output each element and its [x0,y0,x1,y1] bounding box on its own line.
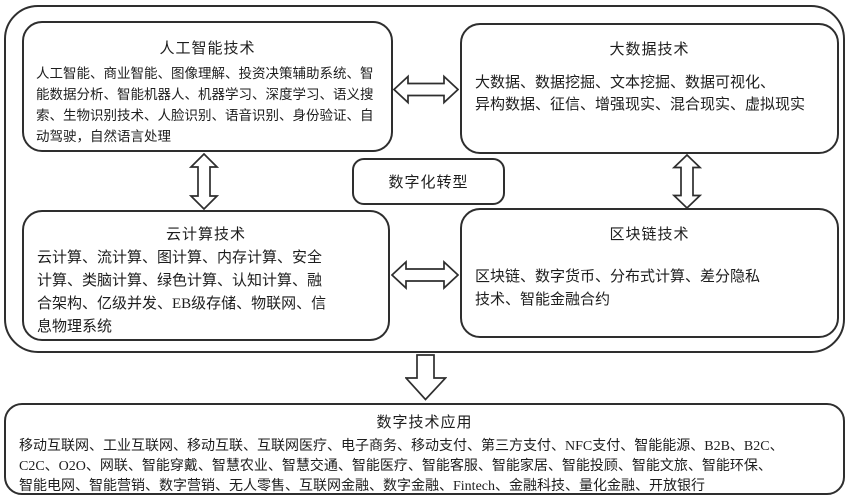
app-box-body: 移动互联网、工业互联网、移动互联、互联网医疗、电子商务、移动支付、第三方支付、N… [19,439,784,494]
down-arrow-to-applications-icon [405,354,447,401]
digital-applications-box: 数字技术应用 移动互联网、工业互联网、移动互联、互联网医疗、电子商务、移动支付、… [4,403,845,495]
ai-technology-box: 人工智能技术 人工智能、商业智能、图像理解、投资决策辅助系统、智 能数据分析、智… [22,21,393,152]
blockchain-box-body: 区块链、数字货币、分布式计算、差分隐私 技术、智能金融合约 [475,269,761,308]
digital-transformation-label: 数字化转型 [388,175,469,191]
double-arrow-cloud-blockchain-icon [391,260,459,290]
ai-box-body: 人工智能、商业智能、图像理解、投资决策辅助系统、智 能数据分析、智能机器人、机器… [36,66,374,144]
cloud-technology-box: 云计算技术 云计算、流计算、图计算、内存计算、安全 计算、类脑计算、绿色计算、认… [22,210,390,341]
cloud-box-title: 云计算技术 [165,227,246,243]
bigdata-box-title: 大数据技术 [609,42,690,58]
ai-box-title: 人工智能技术 [159,41,256,57]
app-box-title: 数字技术应用 [376,415,473,431]
double-arrow-ai-bigdata-icon [393,74,459,105]
double-arrow-bigdata-blockchain-icon [672,154,702,209]
blockchain-box-title: 区块链技术 [609,227,690,243]
digital-transformation-core-box: 数字化转型 [352,158,505,205]
bigdata-box-body: 大数据、数据挖掘、文本挖掘、数据可视化、 异构数据、征信、增强现实、混合现实、虚… [475,75,806,113]
double-arrow-ai-cloud-icon [189,153,219,210]
bigdata-technology-box: 大数据技术 大数据、数据挖掘、文本挖掘、数据可视化、 异构数据、征信、增强现实、… [460,23,839,154]
cloud-box-body: 云计算、流计算、图计算、内存计算、安全 计算、类脑计算、绿色计算、认知计算、融 … [37,250,327,335]
blockchain-technology-box: 区块链技术 区块链、数字货币、分布式计算、差分隐私 技术、智能金融合约 [460,208,839,338]
